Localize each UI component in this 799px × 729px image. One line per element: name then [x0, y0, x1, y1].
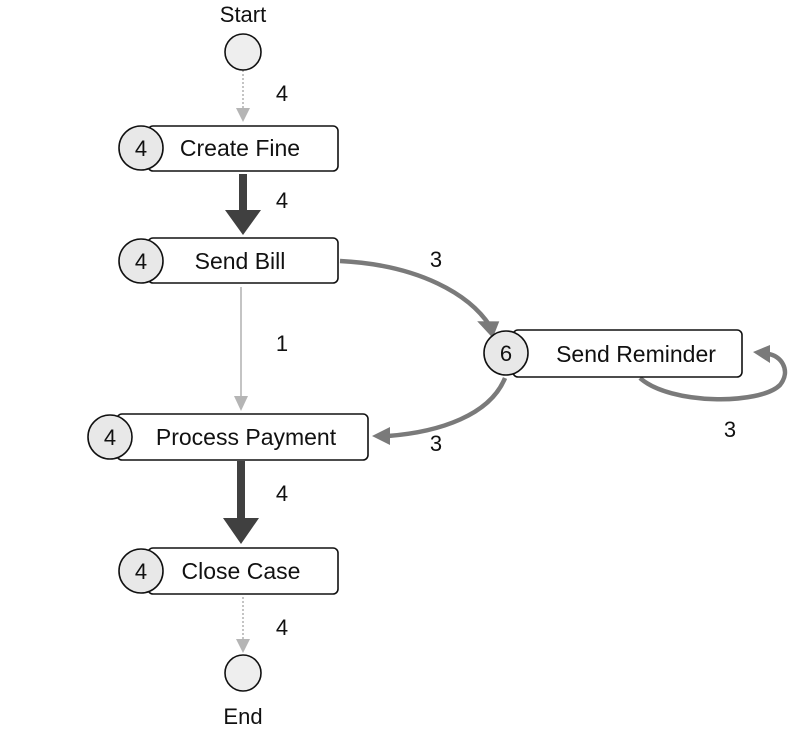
end-node[interactable] [224, 654, 262, 692]
node-process-payment[interactable]: 4 Process Payment [87, 413, 369, 461]
edge-process-payment-close-case [223, 461, 259, 544]
edge-label-create-fine-send-bill: 4 [276, 188, 288, 213]
start-node[interactable] [224, 33, 262, 71]
count-badge-text: 4 [135, 249, 147, 274]
edge-label-close-case-end: 4 [276, 615, 288, 640]
node-send-reminder[interactable]: 6 Send Reminder [483, 329, 743, 378]
node-label: Send Reminder [556, 341, 716, 367]
edge-send-reminder-loop [638, 345, 788, 402]
count-badge [118, 125, 164, 171]
count-badge-text: 4 [135, 559, 147, 584]
edge-label-send-reminder-loop: 3 [724, 417, 736, 442]
count-badge-text: 4 [135, 136, 147, 161]
node-close-case[interactable]: 4 Close Case [118, 547, 339, 595]
edge-create-fine-send-bill [225, 174, 261, 235]
edge-label-send-bill-process-payment: 1 [276, 331, 288, 356]
node-label: Close Case [182, 558, 301, 584]
edge-close-case-end [236, 597, 250, 653]
edge-label-start-create-fine: 4 [276, 81, 288, 106]
edge-send-bill-process-payment [234, 287, 248, 411]
count-badge [483, 330, 529, 376]
edge-label-send-reminder-process-payment: 3 [430, 431, 442, 456]
count-badge [87, 414, 133, 460]
edge-send-reminder-process-payment [372, 377, 508, 445]
count-badge [118, 238, 164, 284]
node-label: Send Bill [195, 248, 286, 274]
node-label: Create Fine [180, 135, 300, 161]
edge-label-send-bill-send-reminder: 3 [430, 247, 442, 272]
count-badge-text: 4 [104, 425, 116, 450]
end-label: End [223, 704, 262, 729]
node-create-fine[interactable]: 4 Create Fine [118, 125, 339, 172]
count-badge-text: 6 [500, 341, 512, 366]
node-send-bill[interactable]: 4 Send Bill [118, 237, 339, 284]
edge-start-create-fine [236, 70, 250, 122]
node-label: Process Payment [156, 424, 337, 450]
edge-label-process-payment-close-case: 4 [276, 481, 288, 506]
count-badge [118, 548, 164, 594]
start-label: Start [220, 2, 266, 27]
edge-send-bill-send-reminder [339, 258, 500, 338]
